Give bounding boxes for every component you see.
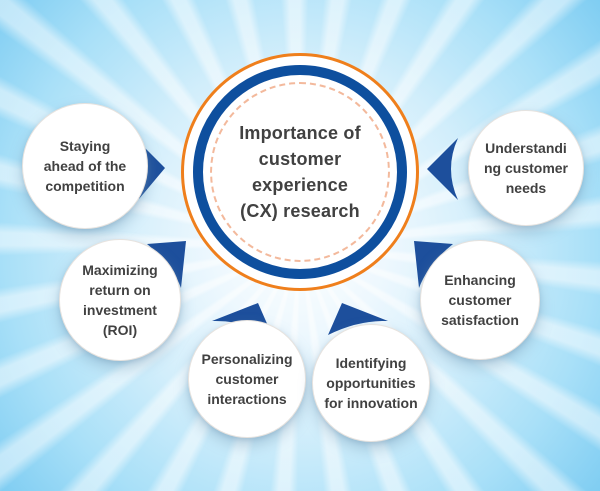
- node-understanding-needs: Understandi ng customer needs: [468, 110, 584, 226]
- node-maximizing-roi: Maximizing return on investment (ROI): [59, 239, 181, 361]
- node-label: Maximizing return on investment (ROI): [82, 262, 158, 338]
- node-label: Staying ahead of the competition: [43, 138, 127, 194]
- node-label: Personalizing customer interactions: [201, 351, 293, 407]
- node-label: Enhancing customer satisfaction: [441, 272, 519, 328]
- center-circle-blue-ring: Importance of customer experience (CX) r…: [193, 65, 407, 279]
- node-personalizing-interactions: Personalizing customer interactions: [188, 320, 306, 438]
- node-enhancing-satisfaction: Enhancing customer satisfaction: [420, 240, 540, 360]
- node-label: Understandi ng customer needs: [483, 140, 568, 196]
- node-identifying-innovation: Identifying opportunities for innovation: [312, 324, 430, 442]
- node-staying-ahead: Staying ahead of the competition: [22, 103, 148, 229]
- center-circle-dashed-ring: Importance of customer experience (CX) r…: [210, 82, 390, 262]
- center-circle-orange-ring: Importance of customer experience (CX) r…: [181, 53, 419, 291]
- node-label: Identifying opportunities for innovation: [324, 355, 418, 411]
- diagram-title: Importance of customer experience (CX) r…: [239, 123, 361, 221]
